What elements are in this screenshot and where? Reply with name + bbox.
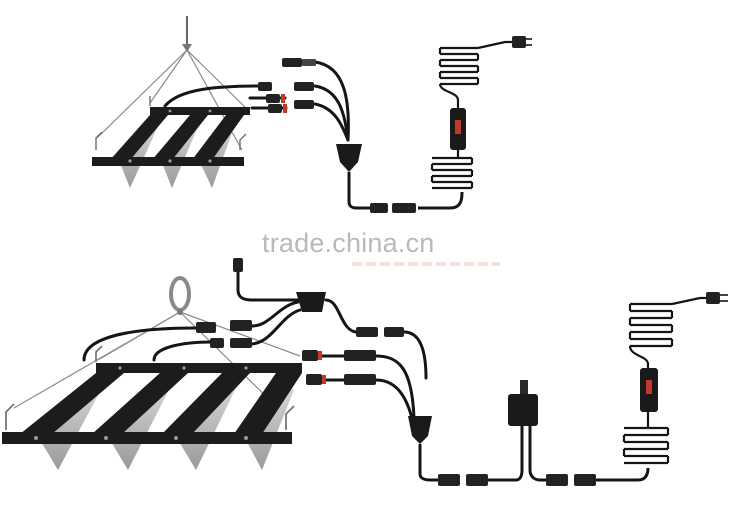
bottom-light-bars [20, 373, 302, 434]
bottom-output-cable [418, 426, 650, 482]
top-cable-splitter [336, 144, 362, 172]
top-hanger-hook [182, 16, 192, 52]
watermark-underline [352, 262, 500, 266]
top-suspension-wires [96, 49, 247, 151]
connector [294, 82, 314, 91]
top-front-rail [92, 157, 244, 166]
connector [258, 82, 272, 91]
controller-box [508, 380, 538, 426]
connector [210, 338, 224, 348]
connector [356, 327, 378, 337]
top-rivets [128, 109, 212, 163]
bottom-input-connector [233, 258, 243, 272]
connector [230, 320, 252, 331]
connector [266, 94, 285, 103]
top-hanging-light-fixture [92, 16, 250, 188]
connector [384, 327, 404, 337]
bottom-end-brackets [5, 345, 295, 430]
bottom-front-rail [2, 432, 292, 444]
top-rear-rail [150, 107, 250, 115]
connector [230, 338, 252, 348]
bottom-lower-splitter [408, 416, 432, 444]
bottom-hanging-light-fixture [2, 276, 302, 470]
bottom-carabiner-hook [169, 276, 191, 315]
bottom-connectors [196, 320, 404, 385]
top-light-bars [110, 115, 244, 160]
connector [302, 350, 322, 361]
connector [282, 58, 316, 67]
bottom-output-connectors [438, 474, 596, 486]
connector [294, 100, 314, 109]
top-output-connectors [370, 203, 416, 213]
bottom-upper-splitter [296, 292, 326, 312]
top-end-brackets [95, 96, 247, 150]
connector [306, 374, 326, 385]
top-connectors [258, 58, 316, 113]
connector [344, 350, 376, 361]
connector [268, 104, 287, 113]
bottom-branch-cables [82, 266, 428, 420]
connector [344, 374, 376, 385]
bottom-plug-icon [706, 292, 728, 304]
top-inline-switch [450, 108, 466, 150]
bottom-coiled-power-cord [622, 296, 710, 465]
bottom-rear-rail [96, 363, 302, 373]
bottom-rivets [34, 366, 248, 440]
top-branch-cables [163, 60, 350, 142]
top-plug-icon [512, 36, 532, 48]
top-output-cable [347, 172, 464, 210]
bottom-inline-switch [640, 368, 658, 412]
top-coiled-power-cord [430, 40, 520, 190]
connector [196, 322, 216, 333]
